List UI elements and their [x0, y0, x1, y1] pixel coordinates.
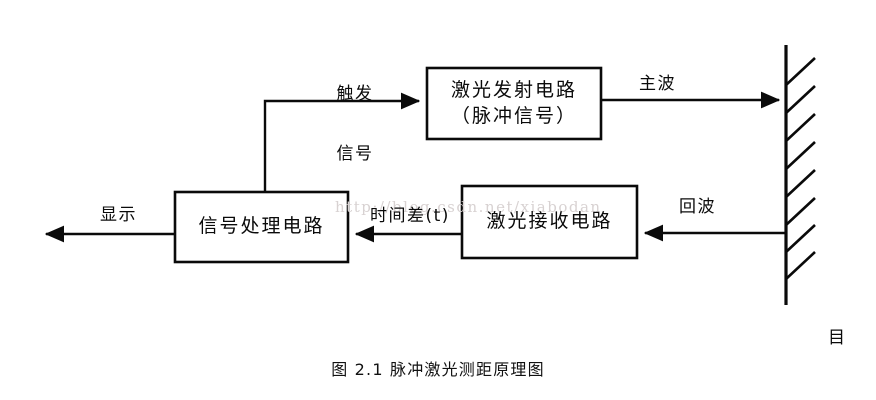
watermark-text: http://blog.csdn.net/xiabodan	[335, 198, 602, 216]
label-display-output: 显示	[100, 205, 137, 225]
target-label-char-1: 目	[828, 327, 846, 348]
figure-caption: 图 2.1 脉冲激光测距原理图	[331, 360, 545, 379]
trigger-signal-line-1: 触发	[336, 84, 374, 105]
label-echo-wave: 回波	[679, 197, 716, 217]
label-main-wave: 主波	[639, 74, 676, 94]
block-laser-emitter	[425, 66, 603, 141]
target-wall-hatching	[785, 57, 816, 280]
block-signal-processor	[173, 190, 350, 264]
label-target-wall: 目 标	[826, 272, 848, 400]
label-time-difference: 时间差(t)	[370, 206, 450, 226]
edge-trigger-signal	[263, 92, 421, 192]
trigger-signal-line-2: 信号	[336, 144, 374, 165]
label-trigger-signal: 触发 信号	[327, 44, 383, 204]
block-laser-receiver	[460, 184, 639, 260]
